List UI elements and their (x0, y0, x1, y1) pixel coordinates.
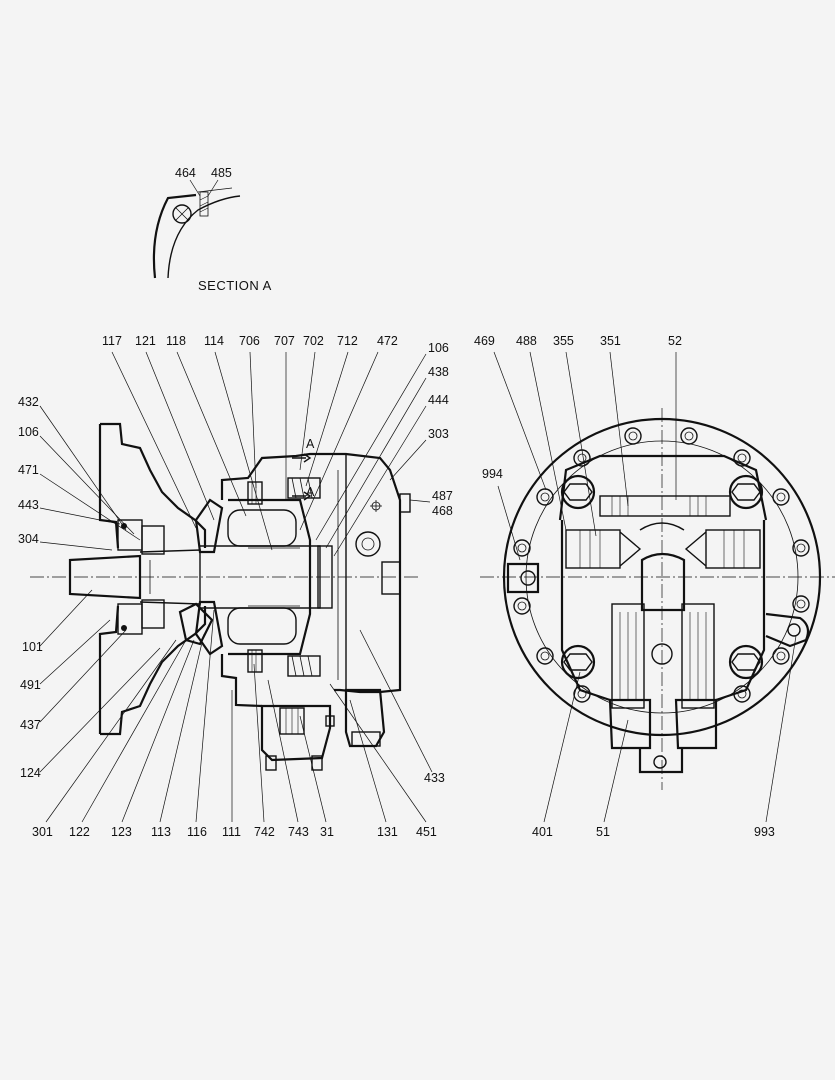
callout-438: 438 (428, 365, 449, 379)
callout-706: 706 (239, 334, 260, 348)
callout-464: 464 (175, 166, 196, 180)
callout-401: 401 (532, 825, 553, 839)
large-bolt-bottom-left (560, 644, 596, 680)
callout-702: 702 (303, 334, 324, 348)
end-view (480, 408, 835, 790)
callout-355: 355 (553, 334, 574, 348)
callout-106-left: 106 (18, 425, 39, 439)
callout-993: 993 (754, 825, 775, 839)
callout-743: 743 (288, 825, 309, 839)
section-a-label: SECTION A (198, 278, 272, 293)
callout-131: 131 (377, 825, 398, 839)
callout-437: 437 (20, 718, 41, 732)
callout-488: 488 (516, 334, 537, 348)
large-bolt-top-left (560, 474, 596, 510)
callout-123: 123 (111, 825, 132, 839)
callout-351: 351 (600, 334, 621, 348)
callout-707: 707 (274, 334, 295, 348)
callout-52: 52 (668, 334, 682, 348)
callout-121: 121 (135, 334, 156, 348)
section-marker-bottom: A (306, 485, 315, 499)
side-view-leaders (39, 351, 433, 823)
callout-51: 51 (596, 825, 610, 839)
callout-487: 487 (432, 489, 453, 503)
callout-116: 116 (187, 825, 207, 839)
callout-485: 485 (211, 166, 232, 180)
ring-bolts (513, 427, 810, 703)
callout-301: 301 (32, 825, 53, 839)
callout-444: 444 (428, 393, 449, 407)
callout-113: 113 (151, 825, 171, 839)
callout-468: 468 (432, 504, 453, 518)
callout-122: 122 (69, 825, 90, 839)
callout-472: 472 (377, 334, 398, 348)
callout-304: 304 (18, 532, 39, 546)
callout-471: 471 (18, 463, 39, 477)
callout-118: 118 (166, 334, 186, 348)
callout-111: 111 (222, 825, 241, 839)
callout-433: 433 (424, 771, 445, 785)
callout-106-right: 106 (428, 341, 449, 355)
callout-117: 117 (102, 334, 122, 348)
end-view-leaders (493, 351, 797, 823)
section-marker-top: A (306, 437, 315, 451)
large-bolt-bottom-right (728, 644, 764, 680)
callout-303: 303 (428, 427, 449, 441)
large-bolt-top-right (728, 474, 764, 510)
callout-443: 443 (18, 498, 39, 512)
section-a-detail (152, 179, 241, 279)
callout-114: 114 (204, 334, 224, 348)
callout-101: 101 (22, 640, 43, 654)
callout-491: 491 (20, 678, 41, 692)
callout-712: 712 (337, 334, 358, 348)
side-section-view: A A (30, 422, 420, 771)
callout-124: 124 (20, 766, 41, 780)
callout-469: 469 (474, 334, 495, 348)
callout-432: 432 (18, 395, 39, 409)
callout-742: 742 (254, 825, 275, 839)
callout-31: 31 (320, 825, 334, 839)
callout-451: 451 (416, 825, 437, 839)
callout-994: 994 (482, 467, 503, 481)
